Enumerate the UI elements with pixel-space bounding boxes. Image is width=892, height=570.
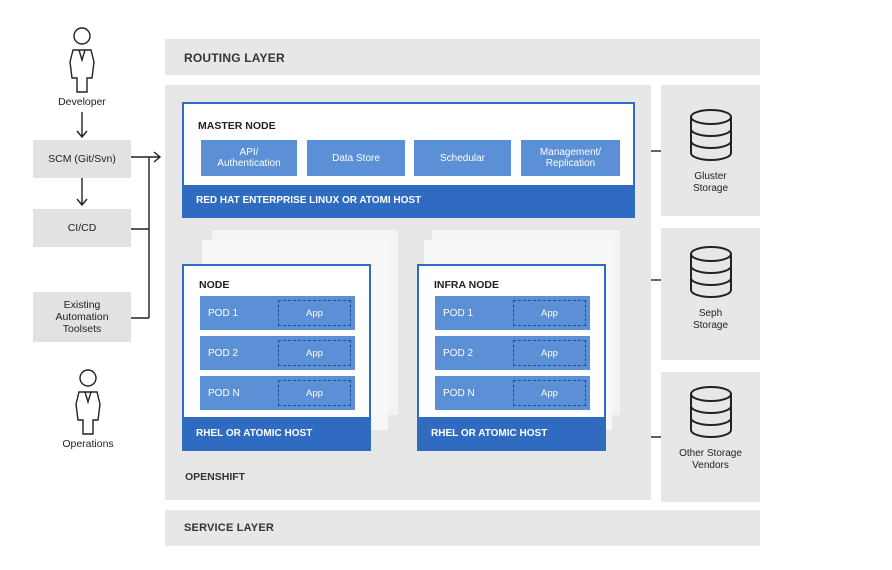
app-box: App — [513, 340, 586, 366]
operations-icon — [75, 369, 101, 435]
routing-layer: ROUTING LAYER — [165, 39, 760, 75]
gluster-label: Gluster Storage — [693, 171, 728, 195]
node-card: NODE POD 1 App POD 2 App POD N App RHEL … — [182, 264, 371, 451]
master-node-footer: RED HAT ENTERPRISE LINUX OR ATOMI HOST — [184, 185, 633, 216]
other-storage-label: Other Storage Vendors — [679, 448, 742, 472]
infra-pod-1: POD 1 App — [435, 296, 590, 330]
infra-node-footer: RHEL OR ATOMIC HOST — [419, 417, 604, 449]
other-line-2: Vendors — [692, 460, 729, 471]
existing-toolsets-box: Existing Automation Toolsets — [33, 292, 131, 342]
pod-label: POD 2 — [208, 347, 239, 359]
infra-node-title: INFRA NODE — [434, 279, 499, 291]
existing-line-1: Existing — [63, 299, 101, 311]
api-line-1: API/ — [239, 147, 259, 158]
database-icon — [689, 246, 732, 298]
mgmt-line-2: Replication — [545, 158, 596, 169]
data-store-box: Data Store — [307, 140, 405, 176]
management-replication-box: Management/ Replication — [521, 140, 620, 176]
operations-label: Operations — [62, 438, 114, 450]
app-box: App — [278, 300, 351, 326]
service-layer-label: SERVICE LAYER — [184, 522, 275, 534]
developer-label: Developer — [58, 96, 106, 108]
existing-line-3: Toolsets — [62, 323, 102, 335]
gluster-line-1: Gluster — [694, 171, 727, 182]
infra-node-card: INFRA NODE POD 1 App POD 2 App POD N App… — [417, 264, 606, 451]
mgmt-line-1: Management/ — [539, 147, 602, 158]
api-line-2: Authentication — [217, 158, 281, 169]
other-line-1: Other Storage — [679, 448, 742, 459]
schedular-box: Schedular — [414, 140, 511, 176]
routing-layer-label: ROUTING LAYER — [184, 51, 285, 65]
pod-label: POD N — [208, 387, 240, 399]
pod-label: POD 1 — [208, 307, 239, 319]
seph-label: Seph Storage — [693, 308, 728, 332]
node-pod-n: POD N App — [200, 376, 355, 410]
scm-box: SCM (Git/Svn) — [33, 140, 131, 178]
seph-line-2: Storage — [692, 320, 729, 331]
app-box: App — [278, 340, 351, 366]
other-storage-vendors: Other Storage Vendors — [661, 372, 760, 502]
cicd-box: CI/CD — [33, 209, 131, 247]
node-footer: RHEL OR ATOMIC HOST — [184, 417, 369, 449]
master-node: MASTER NODE API/ Authentication Data Sto… — [182, 102, 635, 218]
developer-icon — [69, 27, 95, 93]
api-auth-box: API/ Authentication — [201, 140, 297, 176]
node-pod-2: POD 2 App — [200, 336, 355, 370]
infra-pod-2: POD 2 App — [435, 336, 590, 370]
gluster-line-2: Storage — [692, 183, 729, 194]
pod-label: POD N — [443, 387, 475, 399]
pod-label: POD 2 — [443, 347, 474, 359]
master-node-title: MASTER NODE — [198, 120, 276, 132]
openshift-label: OPENSHIFT — [185, 471, 246, 483]
service-layer: SERVICE LAYER — [165, 510, 760, 546]
node-pod-1: POD 1 App — [200, 296, 355, 330]
app-box: App — [513, 300, 586, 326]
database-icon — [689, 386, 732, 438]
gluster-storage: Gluster Storage — [661, 85, 760, 216]
seph-storage: Seph Storage — [661, 228, 760, 360]
database-icon — [689, 109, 732, 161]
existing-line-2: Automation — [55, 311, 109, 323]
pod-label: POD 1 — [443, 307, 474, 319]
node-title: NODE — [199, 279, 230, 291]
infra-pod-n: POD N App — [435, 376, 590, 410]
app-box: App — [278, 380, 351, 406]
seph-line-1: Seph — [698, 308, 723, 319]
app-box: App — [513, 380, 586, 406]
